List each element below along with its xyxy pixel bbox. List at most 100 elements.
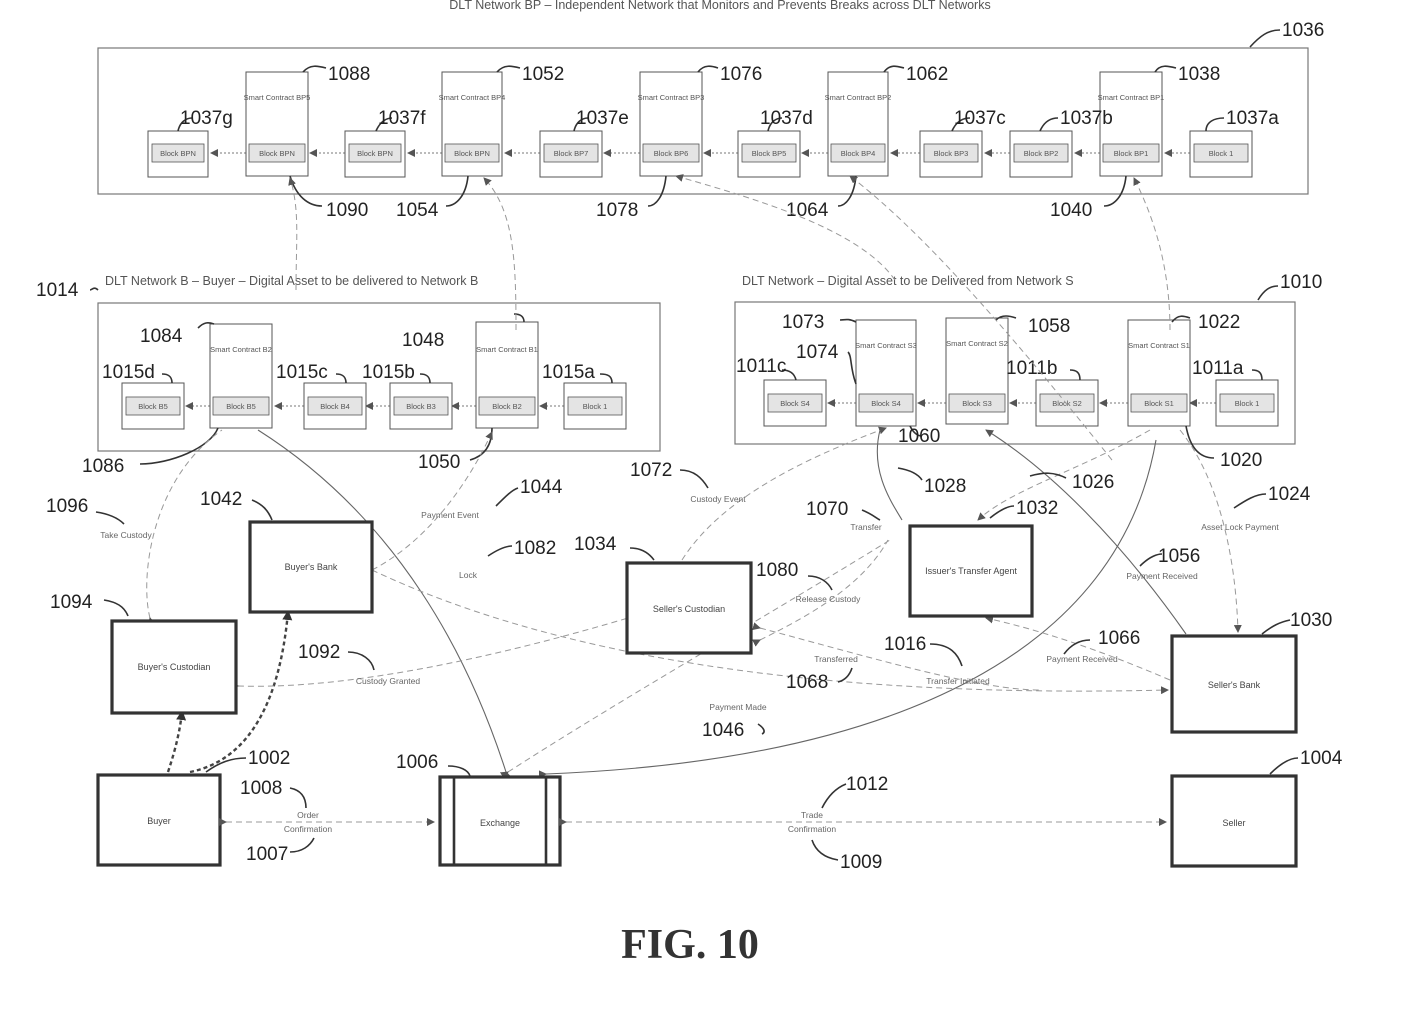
svg-text:1076: 1076 (720, 64, 762, 85)
svg-text:Take Custody: Take Custody (100, 530, 152, 540)
s-block-s2: Block S2 (1036, 380, 1098, 426)
svg-text:Payment Received: Payment Received (1046, 654, 1118, 664)
svg-text:Block BPN: Block BPN (357, 149, 393, 158)
svg-text:1070: 1070 (806, 499, 848, 520)
svg-text:Block BP7: Block BP7 (554, 149, 589, 158)
svg-text:Block 1: Block 1 (583, 402, 608, 411)
svg-text:1066: 1066 (1098, 628, 1140, 649)
svg-text:Smart Contract B1: Smart Contract B1 (476, 345, 538, 354)
svg-text:Smart Contract S2: Smart Contract S2 (946, 339, 1008, 348)
svg-text:1086: 1086 (82, 456, 124, 477)
s-smart-contract-2: Smart Contract S2 Block S3 (946, 318, 1008, 424)
svg-text:1008: 1008 (240, 778, 282, 799)
svg-text:1072: 1072 (630, 460, 672, 481)
svg-text:1002: 1002 (248, 748, 290, 769)
bp-block-7: Block BP7 (540, 131, 602, 177)
bp-block-3: Block BP3 (920, 131, 982, 177)
svg-text:Release Custody: Release Custody (796, 594, 861, 604)
svg-text:Block BP2: Block BP2 (1024, 149, 1059, 158)
svg-text:Lock: Lock (459, 570, 478, 580)
svg-text:Smart Contract BP2: Smart Contract BP2 (825, 93, 892, 102)
svg-text:Exchange: Exchange (480, 818, 520, 828)
svg-text:1050: 1050 (418, 452, 460, 473)
svg-text:1016: 1016 (884, 634, 926, 655)
entity-seller: Seller (1172, 776, 1296, 866)
svg-text:1092: 1092 (298, 642, 340, 663)
svg-text:Smart Contract BP1: Smart Contract BP1 (1098, 93, 1165, 102)
svg-text:Block B2: Block B2 (492, 402, 522, 411)
svg-text:Seller: Seller (1222, 818, 1245, 828)
entity-issuers-transfer-agent: Issuer's Transfer Agent (910, 526, 1032, 616)
bp-block-f: Block BPN (345, 131, 405, 177)
svg-text:Block BP5: Block BP5 (752, 149, 787, 158)
svg-text:Block S2: Block S2 (1052, 399, 1082, 408)
network-b: DLT Network B – Buyer – Digital Asset to… (36, 274, 660, 477)
svg-text:1044: 1044 (520, 477, 563, 498)
s-block-1: Block 1 (1216, 380, 1278, 426)
svg-text:Transfer Initiated: Transfer Initiated (926, 676, 990, 686)
bp-smart-contract-4: Smart Contract BP4 Block BPN (439, 72, 506, 176)
svg-text:1011b: 1011b (1006, 358, 1057, 379)
s-smart-contract-3: Smart Contract S3 Block S4 (855, 320, 917, 426)
svg-text:Order: Order (297, 810, 319, 820)
svg-text:Custody Event: Custody Event (690, 494, 746, 504)
svg-text:Buyer's Custodian: Buyer's Custodian (138, 662, 211, 672)
b-block-b3: Block B3 (390, 383, 452, 429)
svg-text:Issuer's Transfer Agent: Issuer's Transfer Agent (925, 566, 1017, 576)
svg-text:1052: 1052 (522, 64, 564, 85)
svg-text:1062: 1062 (906, 64, 948, 85)
svg-text:1038: 1038 (1178, 64, 1220, 85)
bp-smart-contract-3: Smart Contract BP3 Block BP6 (638, 72, 705, 176)
svg-text:1020: 1020 (1220, 450, 1262, 471)
svg-text:Asset Lock Payment: Asset Lock Payment (1201, 522, 1279, 532)
svg-text:1068: 1068 (786, 672, 828, 693)
bp-block-1: Block 1 (1190, 131, 1252, 177)
svg-text:Smart Contract BP3: Smart Contract BP3 (638, 93, 705, 102)
svg-text:1073: 1073 (782, 312, 824, 333)
svg-text:1037e: 1037e (576, 108, 629, 129)
svg-text:Trade: Trade (801, 810, 823, 820)
svg-text:Block 1: Block 1 (1209, 149, 1234, 158)
svg-text:1074: 1074 (796, 342, 839, 363)
svg-text:Transfer: Transfer (850, 522, 882, 532)
entity-buyers-bank: Buyer's Bank (250, 522, 372, 612)
svg-text:1034: 1034 (574, 534, 617, 555)
svg-text:Payment Received: Payment Received (1126, 571, 1198, 581)
svg-text:1011a: 1011a (1192, 358, 1244, 379)
svg-text:1042: 1042 (200, 489, 242, 510)
svg-text:Block BPN: Block BPN (454, 149, 490, 158)
svg-text:1004: 1004 (1300, 748, 1343, 769)
svg-text:Block B5: Block B5 (226, 402, 256, 411)
svg-text:Block B5: Block B5 (138, 402, 168, 411)
svg-text:Confirmation: Confirmation (788, 824, 836, 834)
bp-smart-contract-5: Smart Contract BP5 Block BPN (244, 72, 311, 176)
svg-text:Smart Contract BP4: Smart Contract BP4 (439, 93, 506, 102)
svg-text:Block BP1: Block BP1 (1114, 149, 1149, 158)
svg-text:1024: 1024 (1268, 484, 1311, 505)
svg-text:1007: 1007 (246, 844, 288, 865)
svg-text:1056: 1056 (1158, 546, 1200, 567)
svg-text:1046: 1046 (702, 720, 744, 741)
bp-smart-contract-2: Smart Contract BP2 Block BP4 (825, 72, 892, 176)
ref-1014: 1014 (36, 280, 79, 301)
bp-block-2: Block BP2 (1010, 131, 1072, 177)
bp-block-5: Block BP5 (738, 131, 800, 177)
svg-text:1080: 1080 (756, 560, 798, 581)
entity-sellers-custodian: Seller's Custodian (627, 563, 751, 653)
svg-text:Buyer's Bank: Buyer's Bank (285, 562, 338, 572)
svg-text:1058: 1058 (1028, 316, 1070, 337)
svg-text:1015b: 1015b (362, 362, 415, 383)
s-block-last: Block S4 (764, 380, 826, 426)
svg-text:Block S1: Block S1 (1144, 399, 1174, 408)
svg-text:1054: 1054 (396, 200, 439, 221)
svg-text:1094: 1094 (50, 592, 93, 613)
svg-text:1037b: 1037b (1060, 108, 1113, 129)
svg-text:Smart Contract S3: Smart Contract S3 (855, 341, 917, 350)
svg-text:Block BPN: Block BPN (160, 149, 196, 158)
b-smart-contract-2: Smart Contract B2 Block B5 (210, 324, 272, 428)
svg-text:1012: 1012 (846, 774, 888, 795)
svg-text:1060: 1060 (898, 426, 940, 447)
ref-1036: 1036 (1282, 20, 1324, 41)
svg-text:Buyer: Buyer (147, 816, 171, 826)
